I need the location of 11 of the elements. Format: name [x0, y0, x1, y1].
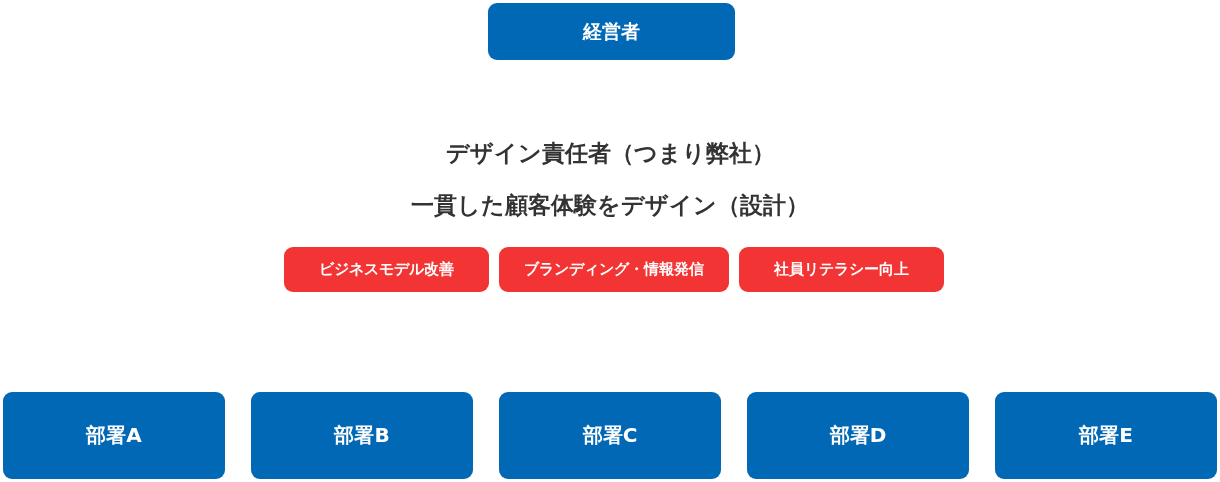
heading-text: デザイン責任者（つまり弊社）	[445, 140, 775, 166]
department-box: 部署D	[747, 392, 969, 479]
department-box: 部署E	[995, 392, 1217, 479]
initiative-box: ブランディング・情報発信	[499, 247, 729, 292]
initiative-box: 社員リテラシー向上	[739, 247, 944, 292]
manager-box: 経営者	[488, 3, 735, 60]
department-box: 部署B	[251, 392, 473, 479]
department-box: 部署A	[3, 392, 225, 479]
initiative-box: ビジネスモデル改善	[284, 247, 489, 292]
department-box: 部署C	[499, 392, 721, 479]
heading-text: 一貫した顧客体験をデザイン（設計）	[411, 192, 809, 218]
